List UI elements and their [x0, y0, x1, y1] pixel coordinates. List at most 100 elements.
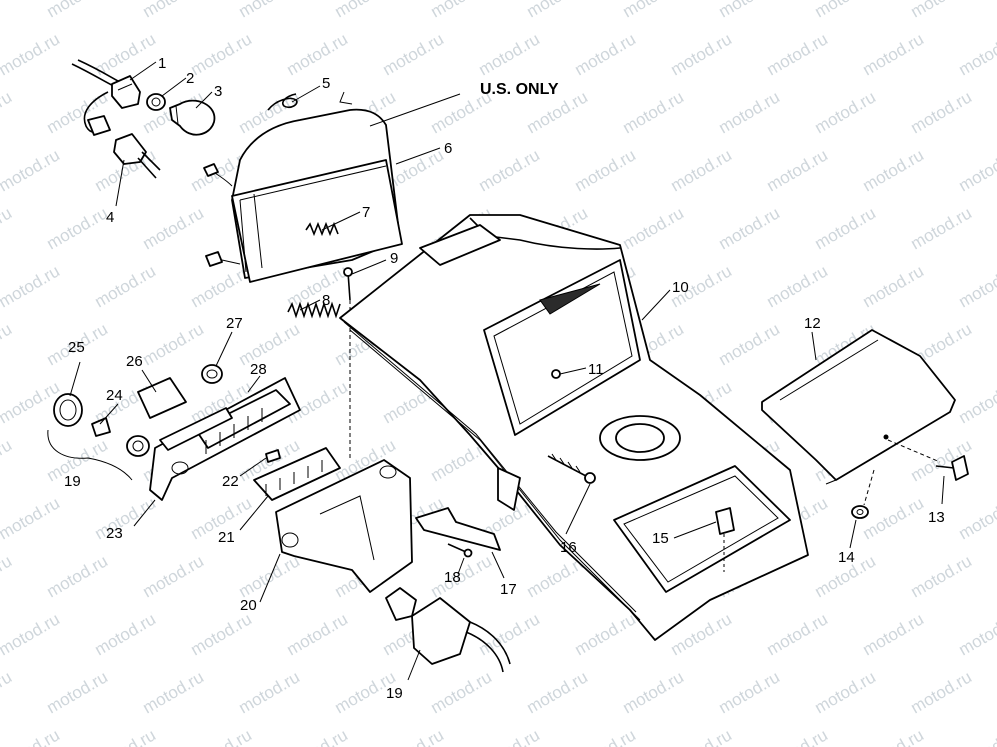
bolt-16	[547, 455, 587, 477]
watermark-text: motod.ru	[427, 667, 495, 717]
watermark-text: motod.ru	[0, 0, 15, 21]
callout-18: 18	[444, 569, 461, 586]
callout-4: 4	[106, 209, 114, 226]
headlight-assembly	[71, 59, 403, 460]
hood-console-10	[339, 214, 809, 641]
screw-11	[551, 369, 561, 379]
callout-12: 12	[804, 315, 821, 332]
spring-7	[305, 221, 339, 237]
watermark-text: motod.ru	[955, 493, 997, 543]
switch-body-19	[411, 597, 471, 665]
watermark-text: motod.ru	[43, 551, 111, 601]
watermark-text: motod.ru	[427, 0, 495, 21]
callout-10: 10	[672, 279, 689, 296]
watermark-text: motod.ru	[907, 551, 975, 601]
spring-clip-5	[267, 93, 298, 111]
watermark-text: motod.ru	[763, 609, 831, 659]
callout-23: 23	[106, 525, 123, 542]
clip-15	[715, 507, 735, 535]
watermark-text: motod.ru	[571, 29, 639, 79]
watermark-text: motod.ru	[0, 609, 63, 659]
callout-3: 3	[214, 83, 222, 100]
callout-8: 8	[322, 292, 330, 309]
watermark-text: motod.ru	[187, 29, 255, 79]
lower-recess	[613, 465, 791, 593]
wire-clip	[87, 115, 111, 136]
watermark-text: motod.ru	[763, 261, 831, 311]
watermark-text: motod.ru	[379, 725, 447, 747]
watermark-text: motod.ru	[283, 29, 351, 79]
us-only-note: U.S. ONLY	[480, 81, 559, 98]
watermark-text: motod.ru	[139, 203, 207, 253]
watermark-text: motod.ru	[811, 203, 879, 253]
pin-22	[265, 449, 281, 463]
watermark-text: motod.ru	[235, 667, 303, 717]
watermark-text: motod.ru	[139, 551, 207, 601]
wing-bolt-13	[951, 455, 969, 481]
watermark-text: motod.ru	[475, 145, 543, 195]
watermark-text: motod.ru	[907, 0, 975, 21]
callout-22: 22	[222, 473, 239, 490]
watermark-text: motod.ru	[715, 87, 783, 137]
watermark-text: motod.ru	[235, 0, 303, 21]
switch-panel-assembly	[47, 364, 511, 673]
watermark-text: motod.ru	[619, 667, 687, 717]
latch-17	[415, 507, 501, 551]
watermark-text: motod.ru	[475, 29, 543, 79]
watermark-text: motod.ru	[379, 29, 447, 79]
watermark-text: motod.ru	[715, 667, 783, 717]
screw-18	[447, 543, 467, 553]
callout-19-upper: 19	[64, 473, 81, 490]
watermark-text: motod.ru	[0, 435, 15, 485]
watermark-text: motod.ru	[955, 261, 997, 311]
headlight-bulb-3	[169, 99, 216, 136]
watermark-text: motod.ru	[715, 319, 783, 369]
watermark-text: motod.ru	[91, 261, 159, 311]
callout-11: 11	[588, 361, 604, 378]
watermark-text: motod.ru	[0, 203, 15, 253]
watermark-text: motod.ru	[859, 145, 927, 195]
watermark-text: motod.ru	[0, 29, 63, 79]
watermark-text: motod.ru	[235, 551, 303, 601]
watermark-text: motod.ru	[91, 493, 159, 543]
callout-13: 13	[928, 509, 945, 526]
watermark-text: motod.ru	[571, 145, 639, 195]
callout-1: 1	[158, 55, 166, 72]
callout-27: 27	[226, 315, 243, 332]
grommet-27	[201, 364, 223, 384]
callout-19-lower: 19	[386, 685, 403, 702]
watermark-text: motod.ru	[619, 203, 687, 253]
callout-labels: 1 2 3 4 5 6 7 8 9 10 11 12 13 14 15 16 1…	[64, 55, 945, 702]
watermark-text: motod.ru	[715, 203, 783, 253]
washer-14	[851, 505, 869, 519]
watermark-text: motod.ru	[571, 609, 639, 659]
watermark-text: motod.ru	[859, 725, 927, 747]
callout-16: 16	[560, 539, 577, 556]
spring-8	[287, 301, 341, 319]
watermark-text: motod.ru	[139, 0, 207, 21]
watermark-text: motod.ru	[0, 667, 15, 717]
callout-15: 15	[652, 530, 669, 547]
watermark-text: motod.ru	[859, 493, 927, 543]
instrument-window	[483, 259, 641, 436]
watermark-text: motod.ru	[667, 145, 735, 195]
watermark-text: motod.ru	[811, 87, 879, 137]
watermark-text: motod.ru	[0, 145, 63, 195]
watermark-text: motod.ru	[139, 667, 207, 717]
watermark-text: motod.ru	[811, 0, 879, 21]
callout-20: 20	[240, 597, 257, 614]
watermark-text: motod.ru	[283, 609, 351, 659]
watermark-text: motod.ru	[91, 609, 159, 659]
watermark-text: motod.ru	[667, 29, 735, 79]
callout-9: 9	[390, 250, 398, 267]
callout-6: 6	[444, 140, 452, 157]
watermark-text: motod.ru	[0, 725, 63, 747]
watermark-text: motod.ru	[187, 609, 255, 659]
watermark-text: motod.ru	[283, 725, 351, 747]
callout-17: 17	[500, 581, 517, 598]
watermark-text: motod.ru	[619, 87, 687, 137]
watermark-text: motod.ru	[955, 609, 997, 659]
switch-nut	[385, 587, 417, 621]
callout-7: 7	[362, 204, 370, 221]
